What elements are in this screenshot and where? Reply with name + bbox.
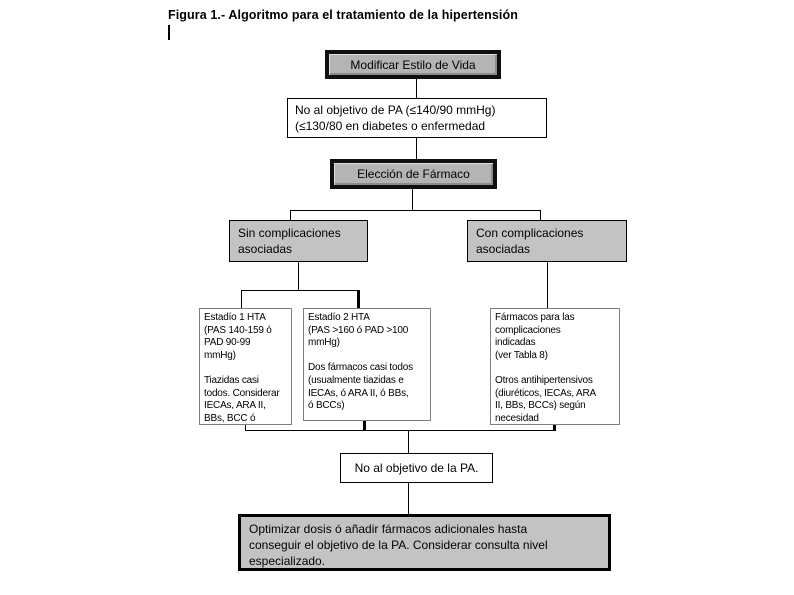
node-drug-choice-label: Elección de Fármaco	[357, 167, 470, 181]
connector-stage2-out	[363, 421, 366, 431]
connector-sin-stem	[298, 262, 299, 290]
node-not-at-goal-pa-label: No al objetivo de la PA.	[354, 461, 479, 475]
node-stage2: Estadío 2 HTA (PAS >160 ó PAD >100 mmHg)…	[303, 308, 431, 421]
node-stage1: Estadío 1 HTA (PAS 140-159 ó PAD 90-99 m…	[199, 308, 292, 425]
node-with-complications: Con complicaciones asociadas	[467, 220, 627, 262]
node-without-complications: Sin complicaciones asociadas	[229, 220, 368, 262]
connector-branch-left	[290, 210, 291, 220]
node-complication-drugs: Fármacos para las complicaciones indicad…	[490, 308, 620, 425]
connector-stage2-in	[357, 290, 360, 308]
node-not-at-goal-pa: No al objetivo de la PA.	[340, 453, 493, 483]
connector-goal-choice	[416, 138, 417, 159]
node-modify-lifestyle: Modificar Estilo de Vida	[325, 50, 501, 79]
connector-lifestyle-goal	[416, 79, 417, 98]
connector-branch-horizontal	[290, 210, 541, 211]
connector-merge-stem	[408, 431, 409, 453]
connector-branch-right	[540, 210, 541, 220]
node-drug-choice: Elección de Fármaco	[330, 159, 497, 189]
text-cursor[interactable]	[168, 25, 170, 40]
connector-con-stem	[547, 262, 548, 308]
connector-sin-horizontal	[241, 290, 360, 291]
connector-stage1-in	[241, 290, 242, 308]
figure-title: Figura 1.- Algoritmo para el tratamiento…	[168, 8, 518, 22]
node-modify-lifestyle-label: Modificar Estilo de Vida	[350, 57, 476, 72]
node-not-at-goal-bp: No al objetivo de PA (≤140/90 mmHg) (≤13…	[287, 98, 547, 138]
connector-drugs-out	[553, 425, 556, 431]
connector-merge-horizontal	[245, 430, 556, 431]
connector-choice-stem	[412, 189, 413, 210]
node-optimize: Optimizar dosis ó añadir fármacos adicio…	[238, 514, 611, 571]
connector-goal-optimize	[408, 483, 409, 514]
connector-stage1-out	[245, 425, 246, 431]
